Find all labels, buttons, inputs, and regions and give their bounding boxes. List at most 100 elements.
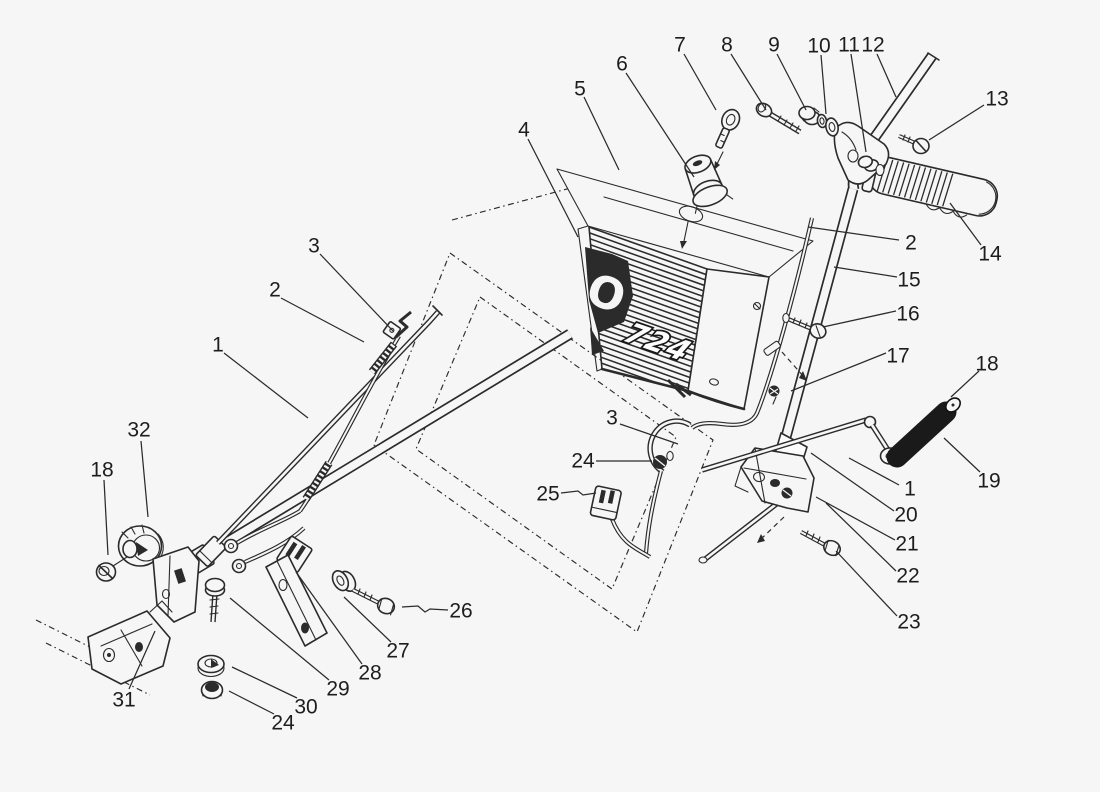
callout-leader-22: [825, 502, 897, 572]
callout-leader-4: [527, 138, 579, 238]
grip-end-cap: [945, 397, 961, 413]
callout-label-31: 31: [112, 689, 135, 712]
callout-leader-26: [401, 605, 449, 613]
callout-label-25: 25: [536, 483, 559, 506]
flat-washers-10: [816, 113, 839, 137]
callout-label-19: 19: [977, 470, 1000, 493]
mount-plate: [265, 554, 328, 647]
callout-label-12: 12: [861, 34, 884, 57]
callout-label-26: 26: [449, 600, 472, 623]
callout-label-29: 29: [326, 678, 349, 701]
callout-label-2-left: 2: [269, 279, 281, 302]
hex-nut-9: [798, 105, 821, 126]
keyhole-slot: [678, 205, 704, 249]
callout-leader-14: [949, 202, 982, 246]
callout-leader-3-center: [619, 423, 679, 445]
control-cable-right: [643, 217, 815, 554]
callout-leader-17: [790, 352, 887, 392]
cup-washer-30: [197, 654, 225, 678]
callout-leader-28: [295, 571, 363, 665]
callout-label-27: 27: [386, 640, 409, 663]
ignition-key: [714, 108, 741, 170]
assembly-arrow-dashed: [781, 351, 805, 378]
push-nut-17: [768, 385, 780, 405]
callout-leader-7: [683, 53, 717, 111]
callout-label-4: 4: [518, 119, 530, 142]
callout-label-24-center: 24: [571, 450, 595, 473]
carriage-bolt-8: [755, 102, 802, 135]
callout-leader-21: [815, 496, 896, 541]
cable-knob-32: [112, 524, 164, 567]
callout-leader-10: [820, 54, 827, 115]
callout-label-6: 6: [616, 53, 628, 76]
callout-leader-20: [810, 452, 895, 512]
callout-label-30: 30: [294, 696, 317, 719]
wire-eyelets: [223, 509, 306, 574]
callout-label-15: 15: [897, 269, 920, 292]
callout-label-11: 11: [838, 34, 860, 57]
callout-leader-27: [343, 596, 392, 643]
control-cable-left: [298, 310, 412, 513]
callout-label-20: 20: [894, 504, 917, 527]
callout-label-3-center: 3: [606, 407, 618, 430]
callout-leader-5: [583, 96, 620, 171]
callout-leader-30: [231, 666, 298, 699]
cotter-pin: [763, 340, 781, 356]
washer-27: [331, 570, 357, 592]
callout-label-22: 22: [896, 565, 919, 588]
callout-label-2-right: 2: [905, 232, 917, 255]
callout-label-17: 17: [886, 345, 909, 368]
callout-label-18-left: 18: [90, 459, 113, 482]
callout-label-23: 23: [897, 611, 920, 634]
callout-leader-1-right: [848, 457, 900, 486]
hex-bolt-16: [782, 312, 827, 339]
callout-leader-18-left: [103, 479, 109, 556]
callout-label-13: 13: [985, 88, 1008, 111]
callout-leader-3-left: [319, 253, 394, 332]
callout-label-24-bottom: 24: [271, 712, 295, 735]
hex-bolt-23: [799, 530, 841, 557]
callout-label-28: 28: [358, 662, 381, 685]
ignition-switch: [684, 154, 734, 214]
callout-leader-18-right: [950, 370, 980, 398]
wire-clip-25: [589, 485, 652, 559]
crank-grip: [886, 401, 957, 468]
callout-label-5: 5: [574, 78, 586, 101]
callout-leader-29: [229, 597, 330, 681]
callout-leader-23: [835, 550, 898, 617]
callout-label-7: 7: [674, 34, 686, 57]
callout-label-10: 10: [807, 35, 830, 58]
callout-label-3-left: 3: [308, 235, 320, 258]
pivot-nut-11: [857, 155, 885, 177]
shift-bracket-20: [734, 447, 815, 513]
toro-logo: O: [580, 247, 633, 355]
shroud-left-edge: [577, 225, 603, 372]
callout-label-1-right: 1: [904, 478, 916, 501]
callout-leader-11: [850, 53, 867, 153]
callout-leader-2-left: [280, 297, 365, 343]
callout-leader-2-right: [807, 226, 900, 241]
crank-handle: [701, 397, 961, 473]
callout-leader-19: [943, 437, 981, 473]
callout-leader-9: [776, 53, 807, 111]
shift-rod-22: [698, 492, 790, 564]
callout-label-16: 16: [896, 303, 919, 326]
callout-leader-31: [128, 630, 156, 690]
phantom-panel-outline-inner: [415, 185, 677, 590]
cap-plug-18: [95, 562, 117, 582]
callout-label-32: 32: [127, 419, 150, 442]
crank-rod-lower: [195, 305, 443, 567]
callout-leader-24-bottom: [228, 690, 275, 715]
hex-bolt-26: [352, 588, 396, 616]
callout-leader-12: [876, 53, 897, 98]
flange-nut-24: [200, 680, 224, 700]
screw-13: [898, 134, 930, 155]
assembly-arrow-dashed-2: [759, 516, 785, 541]
callout-label-8: 8: [721, 34, 733, 57]
engine-shroud: O 724: [556, 168, 814, 411]
callout-leader-16: [822, 310, 897, 328]
callout-label-21: 21: [895, 533, 918, 556]
